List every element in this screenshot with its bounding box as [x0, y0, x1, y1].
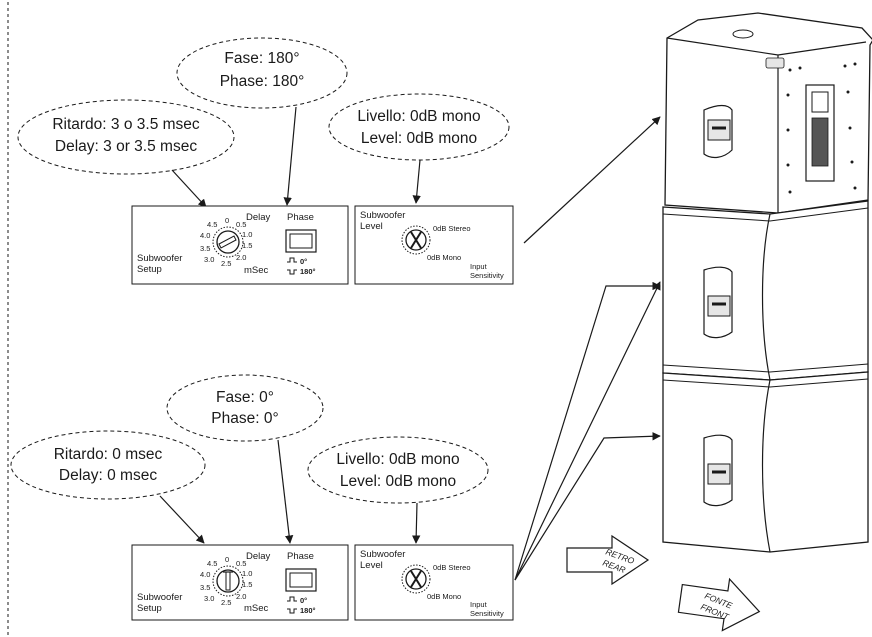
delay-scale-45: 4.5	[207, 559, 217, 568]
setup-line2: Setup	[137, 264, 162, 275]
bottom-arrow-bend-1	[514, 281, 661, 581]
phase-0-label: 0°	[287, 257, 307, 266]
phase-title: Phase	[287, 551, 314, 562]
delay-title: Delay	[246, 551, 271, 562]
svg-text:0°: 0°	[300, 257, 307, 266]
bottom-configuration: Fase: 0° Phase: 0° Ritardo: 0 msec Delay…	[10, 281, 661, 621]
bottom-level-panel: Subwoofer Level 0dB Stereo 0dB Mono Inpu…	[354, 544, 514, 621]
delay-scale-30: 3.0	[204, 594, 214, 603]
level-line1: Subwoofer	[360, 549, 405, 560]
delay-knob[interactable]	[212, 226, 244, 258]
bottom-phase-line2: Phase: 0°	[211, 410, 278, 427]
bottom-level-line2: Level: 0dB mono	[340, 473, 456, 490]
top-level-line1: Livello: 0dB mono	[357, 108, 480, 125]
top-delay-line2: Delay: 3 or 3.5 msec	[55, 138, 197, 155]
top-to-speaker-arrow	[523, 116, 661, 244]
top-delay-arrow	[171, 169, 207, 208]
level-knob[interactable]	[401, 225, 431, 255]
stereo-label: 0dB Stereo	[433, 563, 471, 572]
bottom-phase-arrow	[277, 439, 294, 544]
phase-switch[interactable]	[285, 229, 317, 253]
delay-scale-35: 3.5	[200, 244, 210, 253]
top-level-arrow	[412, 159, 421, 204]
msec-label: mSec	[244, 265, 269, 276]
top-level-panel: Subwoofer Level 0dB Stereo 0dB Mono Inpu…	[354, 205, 514, 285]
top-level-bubble: Livello: 0dB mono Level: 0dB mono	[328, 93, 510, 161]
top-phase-line1: Fase: 180°	[224, 50, 299, 67]
top-delay-line1: Ritardo: 3 o 3.5 msec	[52, 116, 200, 133]
phase-180-label: 180°	[287, 606, 316, 615]
delay-scale-40: 4.0	[200, 570, 210, 579]
delay-scale-05: 0.5	[236, 220, 246, 229]
rear-arrow: RETRO REAR	[566, 534, 650, 586]
front-arrow: FONTE FRONT	[677, 577, 761, 632]
delay-scale-20: 2.0	[236, 253, 246, 262]
mono-label: 0dB Mono	[427, 592, 461, 601]
bottom-phase-line1: Fase: 0°	[216, 389, 274, 406]
input-line2: Sensitivity	[470, 271, 504, 280]
top-configuration: Fase: 180° Phase: 180° Ritardo: 3 o 3.5 …	[17, 37, 661, 285]
delay-scale-20: 2.0	[236, 592, 246, 601]
delay-scale-35: 3.5	[200, 583, 210, 592]
subwoofer-stack	[662, 12, 872, 553]
delay-scale-45: 4.5	[207, 220, 217, 229]
level-line2: Level	[360, 221, 383, 232]
level-line1: Subwoofer	[360, 210, 405, 221]
setup-line2: Setup	[137, 603, 162, 614]
delay-scale-10: 1.0	[242, 569, 252, 578]
bottom-delay-arrow	[159, 495, 205, 544]
top-subwoofer-rear	[664, 12, 872, 214]
delay-knob[interactable]	[212, 565, 244, 597]
level-line2: Level	[360, 560, 383, 571]
bottom-delay-line1: Ritardo: 0 msec	[54, 446, 163, 463]
phase-title: Phase	[287, 212, 314, 223]
setup-line1: Subwoofer	[137, 253, 182, 264]
svg-text:180°: 180°	[300, 267, 316, 276]
bottom-level-line1: Livello: 0dB mono	[336, 451, 459, 468]
delay-scale-0: 0	[225, 216, 229, 225]
top-delay-bubble: Ritardo: 3 o 3.5 msec Delay: 3 or 3.5 ms…	[17, 99, 235, 175]
top-phase-arrow	[283, 106, 297, 206]
middle-subwoofer-front	[662, 200, 869, 381]
top-level-line2: Level: 0dB mono	[361, 130, 477, 147]
svg-text:0°: 0°	[300, 596, 307, 605]
delay-scale-40: 4.0	[200, 231, 210, 240]
bottom-phase-bubble: Fase: 0° Phase: 0°	[166, 374, 324, 442]
bottom-to-middle-speaker-arrow	[514, 281, 661, 581]
setup-line1: Subwoofer	[137, 592, 182, 603]
input-line1: Input	[470, 262, 488, 271]
input-line2: Sensitivity	[470, 609, 504, 618]
bottom-level-arrow	[411, 502, 421, 544]
delay-scale-15: 1.5	[242, 580, 252, 589]
phase-switch[interactable]	[285, 568, 317, 592]
delay-scale-30: 3.0	[204, 255, 214, 264]
delay-title: Delay	[246, 212, 271, 223]
bottom-arrow-bend-2	[514, 432, 661, 581]
delay-scale-25: 2.5	[221, 598, 231, 607]
top-phase-bubble: Fase: 180° Phase: 180°	[176, 37, 348, 109]
delay-scale-25: 2.5	[221, 259, 231, 268]
bottom-delay-bubble: Ritardo: 0 msec Delay: 0 msec	[10, 430, 206, 500]
msec-label: mSec	[244, 603, 269, 614]
delay-scale-10: 1.0	[242, 230, 252, 239]
bottom-subwoofer-front	[662, 371, 869, 553]
mono-label: 0dB Mono	[427, 253, 461, 262]
bottom-level-bubble: Livello: 0dB mono Level: 0dB mono	[307, 436, 489, 504]
stereo-label: 0dB Stereo	[433, 224, 471, 233]
input-line1: Input	[470, 600, 488, 609]
top-phase-line2: Phase: 180°	[220, 73, 305, 90]
bottom-setup-panel: Delay Phase Subwoofer Setup mSec 0 0.5 1…	[131, 544, 349, 621]
phase-0-label: 0°	[287, 596, 307, 605]
svg-text:180°: 180°	[300, 606, 316, 615]
delay-scale-0: 0	[225, 555, 229, 564]
phase-180-label: 180°	[287, 267, 316, 276]
delay-scale-15: 1.5	[242, 241, 252, 250]
top-setup-panel: Delay Phase Subwoofer Setup mSec 0 0.5 1…	[131, 205, 349, 285]
delay-scale-05: 0.5	[236, 559, 246, 568]
level-knob[interactable]	[401, 564, 431, 594]
bottom-delay-line2: Delay: 0 msec	[59, 467, 157, 484]
